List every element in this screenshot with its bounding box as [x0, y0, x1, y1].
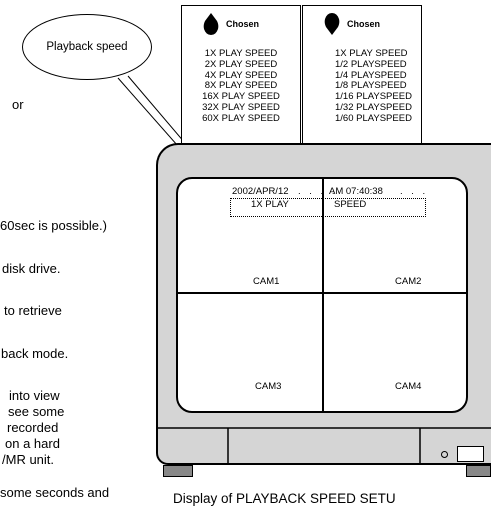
speed-item: 8X PLAY SPEED	[204, 80, 278, 92]
osd-dots: . . .	[400, 186, 429, 197]
monitor-base	[158, 427, 491, 464]
speed-osd-box	[230, 198, 426, 217]
speed-item: 32X PLAY SPEED	[202, 101, 280, 113]
body-line: back mode.	[1, 346, 69, 361]
quad-divider-horizontal	[178, 292, 466, 294]
power-led-icon	[441, 451, 448, 458]
body-line: disk drive.	[2, 261, 61, 276]
down-shuttle-icon	[324, 13, 340, 35]
osd-date: 2002/APR/12	[232, 186, 289, 197]
quad-divider-vertical	[322, 179, 324, 411]
body-line: recorded	[7, 420, 59, 435]
body-line: see some	[8, 404, 65, 419]
speed-item: 4X PLAY SPEED	[204, 69, 278, 81]
body-line: into view	[9, 388, 60, 403]
body-line: some seconds and	[0, 485, 110, 500]
speed-item: 1/8 PLAYSPEED	[335, 80, 407, 92]
slow-speed-panel: Chosen 1X PLAY SPEED 1/2 PLAYSPEED 1/4 P…	[302, 5, 422, 160]
speed-item: 1X PLAY SPEED	[204, 48, 278, 59]
playback-speed-callout: Playback speed	[22, 14, 152, 80]
osd-dots: . . . .	[298, 186, 338, 197]
panel-header-label: Chosen	[226, 19, 260, 29]
body-line: to retrieve	[4, 303, 62, 318]
osd-time: AM 07:40:38	[329, 186, 383, 197]
panel-header: Chosen	[182, 12, 300, 38]
speed-item: 1/60 PLAYSPEED	[335, 112, 412, 124]
speed-item: 60X PLAY SPEED	[202, 112, 280, 124]
speed-item: 16X PLAY SPEED	[202, 91, 280, 103]
fast-speed-panel: Chosen 1X PLAY SPEED 2X PLAY SPEED 4X PL…	[181, 5, 301, 160]
osd-speed: SPEED	[334, 199, 367, 210]
camera-label: CAM3	[255, 381, 282, 392]
monitor-foot-left	[163, 465, 193, 477]
speed-item: 2X PLAY SPEED	[204, 58, 278, 70]
fast-speed-list: 1X PLAY SPEED 2X PLAY SPEED 4X PLAY SPEE…	[182, 48, 300, 125]
osd-play: 1X PLAY	[251, 199, 289, 210]
body-line: on a hard	[5, 436, 60, 451]
body-line: 60sec is possible.)	[0, 218, 107, 233]
speed-item: 1/2 PLAYSPEED	[335, 58, 407, 70]
body-line: /MR unit.	[2, 452, 55, 467]
panel-header: Chosen	[303, 12, 421, 38]
power-button[interactable]	[457, 446, 484, 462]
monitor-screen: 2002/APR/12 . . . . AM 07:40:38 . . . 1X…	[176, 177, 468, 413]
panel-header-label: Chosen	[347, 19, 381, 29]
monitor-foot-right	[466, 465, 491, 477]
camera-label: CAM2	[395, 276, 422, 287]
camera-label: CAM1	[253, 276, 280, 287]
callout-label: Playback speed	[46, 41, 128, 53]
speed-item: 1X PLAY SPEED	[335, 48, 408, 59]
slow-speed-list: 1X PLAY SPEED 1/2 PLAYSPEED 1/4 PLAYSPEE…	[335, 48, 412, 125]
speed-item: 1/16 PLAYSPEED	[335, 91, 412, 103]
up-shuttle-icon	[203, 13, 219, 35]
figure-caption: Display of PLAYBACK SPEED SETU	[173, 491, 396, 506]
body-line: or	[12, 97, 24, 112]
speed-item: 1/4 PLAYSPEED	[335, 69, 407, 81]
camera-label: CAM4	[395, 381, 422, 392]
speed-item: 1/32 PLAYSPEED	[335, 101, 412, 113]
